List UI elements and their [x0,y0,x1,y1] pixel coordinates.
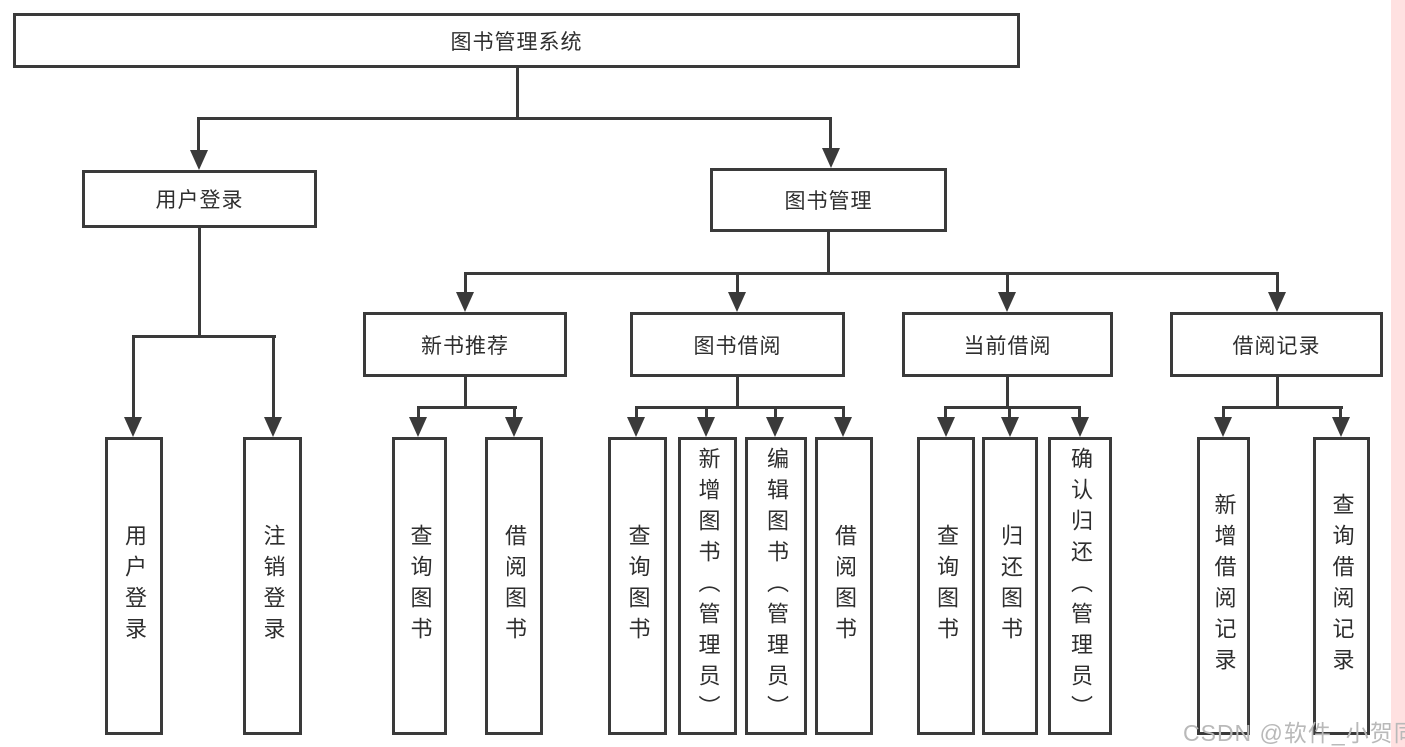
leaf-label: 归还图书 [998,524,1023,648]
leaf-label: 确认归还（管理员） [1068,446,1093,726]
leaf-label: 查询图书 [407,524,433,648]
arrowhead-down [822,148,840,168]
leaf-label: 查询借阅记录 [1329,493,1355,679]
arrowhead-down [1071,417,1089,437]
leaf-label: 注销登录 [260,524,286,648]
leaf-user-login: 用户登录 [105,437,163,735]
arrowhead-down [627,417,645,437]
connector-line [417,406,517,409]
connector-line [464,272,1279,275]
arrowhead-down [409,417,427,437]
leaf-edit-book-admin: 编辑图书（管理员） [745,437,807,735]
connector-line [829,117,832,149]
leaf-add-book-admin: 新增图书（管理员） [678,437,737,735]
leaf-borrow-books: 借阅图书 [815,437,873,735]
connector-line [1222,406,1343,409]
arrowhead-down [124,417,142,437]
connector-line [1276,272,1279,294]
arrowhead-down [190,150,208,170]
connector-line [464,272,467,294]
leaf-label: 借阅图书 [502,524,527,648]
leaf-confirm-return-admin: 确认归还（管理员） [1048,437,1112,735]
arrowhead-down [728,292,746,312]
arrowhead-down [834,417,852,437]
node-current-borrowing: 当前借阅 [902,312,1113,377]
arrowhead-down [264,417,282,437]
connector-line [132,335,135,419]
csdn-watermark: CSDN @软件_小贺同学 [1183,720,1405,746]
arrowhead-down [766,417,784,437]
connector-line [197,117,200,151]
leaf-query-borrow-record: 查询借阅记录 [1313,437,1370,735]
connector-line [1006,375,1009,409]
connector-line [1222,406,1225,419]
node-borrowing-records: 借阅记录 [1170,312,1383,377]
leaf-label: 新增图书（管理员） [695,446,721,726]
node-library-management-system: 图书管理系统 [13,13,1020,68]
connector-line [132,335,276,338]
connector-line [635,406,845,409]
node-user-login: 用户登录 [82,170,317,228]
leaf-borrow-books-recommend: 借阅图书 [485,437,543,735]
leaf-label: 查询图书 [625,524,651,648]
connector-line [736,272,739,294]
connector-line [516,66,519,118]
connector-line [1008,406,1011,419]
node-book-borrowing: 图书借阅 [630,312,845,377]
connector-line [272,335,275,419]
leaf-query-books-borrowing: 查询图书 [608,437,667,735]
arrowhead-down [456,292,474,312]
arrowhead-down [937,417,955,437]
connector-line [198,226,201,338]
node-book-management: 图书管理 [710,168,947,232]
leaf-add-borrow-record: 新增借阅记录 [1197,437,1250,735]
connector-line [513,406,516,419]
connector-line [197,117,832,120]
leaf-logout: 注销登录 [243,437,302,735]
connector-line [944,406,1081,409]
arrowhead-down [1001,417,1019,437]
arrowhead-down [1214,417,1232,437]
arrowhead-down [697,417,715,437]
connector-line [705,406,708,419]
leaf-label: 查询图书 [934,524,959,648]
arrowhead-down [1332,417,1350,437]
connector-line [842,406,845,419]
leaf-label: 用户登录 [122,524,147,648]
right-edge-strip [1391,0,1405,747]
connector-line [1078,406,1081,419]
connector-line [417,406,420,419]
leaf-label: 编辑图书（管理员） [764,446,789,726]
arrowhead-down [1268,292,1286,312]
connector-line [827,230,830,275]
leaf-label: 借阅图书 [832,524,857,648]
leaf-label: 新增借阅记录 [1211,493,1237,679]
node-new-book-recommend: 新书推荐 [363,312,567,377]
connector-line [1276,375,1279,409]
connector-line [944,406,947,419]
arrowhead-down [505,417,523,437]
connector-line [1006,272,1009,294]
leaf-return-books: 归还图书 [982,437,1038,735]
connector-line [736,375,739,409]
connector-line [1339,406,1342,419]
leaf-query-books-current: 查询图书 [917,437,975,735]
connector-line [774,406,777,419]
arrowhead-down [998,292,1016,312]
connector-line [635,406,638,419]
connector-line [464,375,467,409]
leaf-query-books-recommend: 查询图书 [392,437,447,735]
